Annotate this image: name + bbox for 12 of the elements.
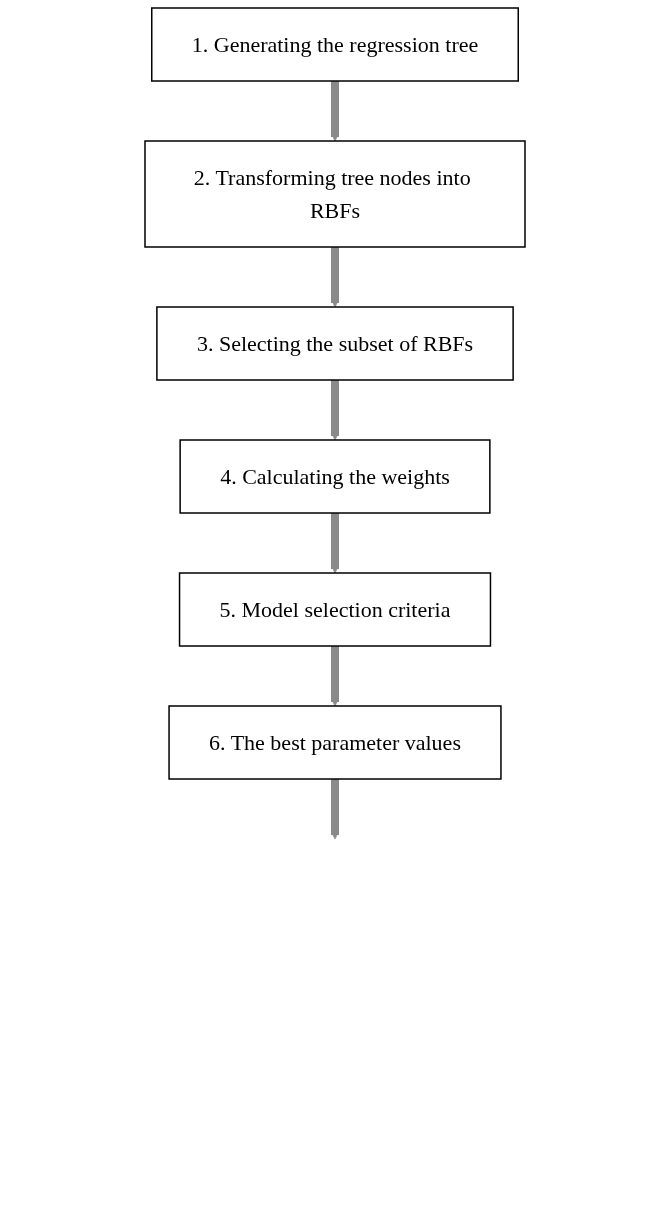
node-box: 1. Generating the regression tree [150,7,519,82]
arrow [330,513,339,574]
node-box: 5. Model selection criteria [178,572,491,647]
arrow [330,81,339,142]
arrow [330,247,339,308]
node-box: 3. Selecting the subset of RBFs [155,306,514,381]
node-box: 4. Calculating the weights [178,439,491,514]
arrow [330,646,339,707]
arrow [330,779,339,840]
node-box: 2. Transforming tree nodes into RBFs [143,140,526,248]
arrow [330,380,339,441]
node-box: 6. The best parameter values [167,705,502,780]
